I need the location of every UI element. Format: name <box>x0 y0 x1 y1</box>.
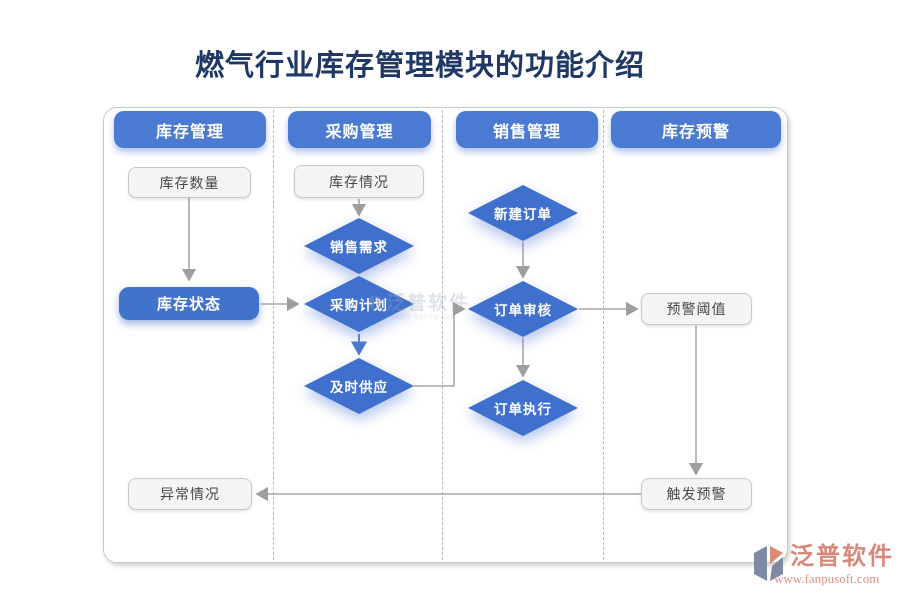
column-separator <box>273 110 274 560</box>
page-title: 燃气行业库存管理模块的功能介绍 <box>194 50 645 82</box>
node-alert-threshold: 预警阈值 <box>641 293 752 325</box>
column-header-alert: 库存预警 <box>611 111 781 148</box>
node-trigger-alert: 触发预警 <box>641 478 752 510</box>
node-inventory-condition: 库存情况 <box>294 165 424 198</box>
brand-name: 泛普软件 <box>790 543 894 570</box>
column-header-sales: 销售管理 <box>456 111 598 148</box>
node-inventory-quantity: 库存数量 <box>128 167 251 198</box>
node-abnormal-case: 异常情况 <box>128 478 252 510</box>
column-header-inventory: 库存管理 <box>114 111 266 148</box>
column-separator <box>603 110 604 560</box>
flow-arrows <box>181 198 704 502</box>
fanpu-logo-icon <box>754 546 783 581</box>
column-header-procurement: 采购管理 <box>288 111 431 148</box>
node-inventory-state: 库存状态 <box>119 287 259 320</box>
brand-watermark: 泛普软件 www.fanpusoft.com <box>748 543 894 587</box>
flowchart-frame: 库存管理 采购管理 销售管理 库存预警 <box>103 107 788 563</box>
brand-url: www.fanpusoft.com <box>774 571 880 587</box>
column-separator <box>442 110 443 560</box>
